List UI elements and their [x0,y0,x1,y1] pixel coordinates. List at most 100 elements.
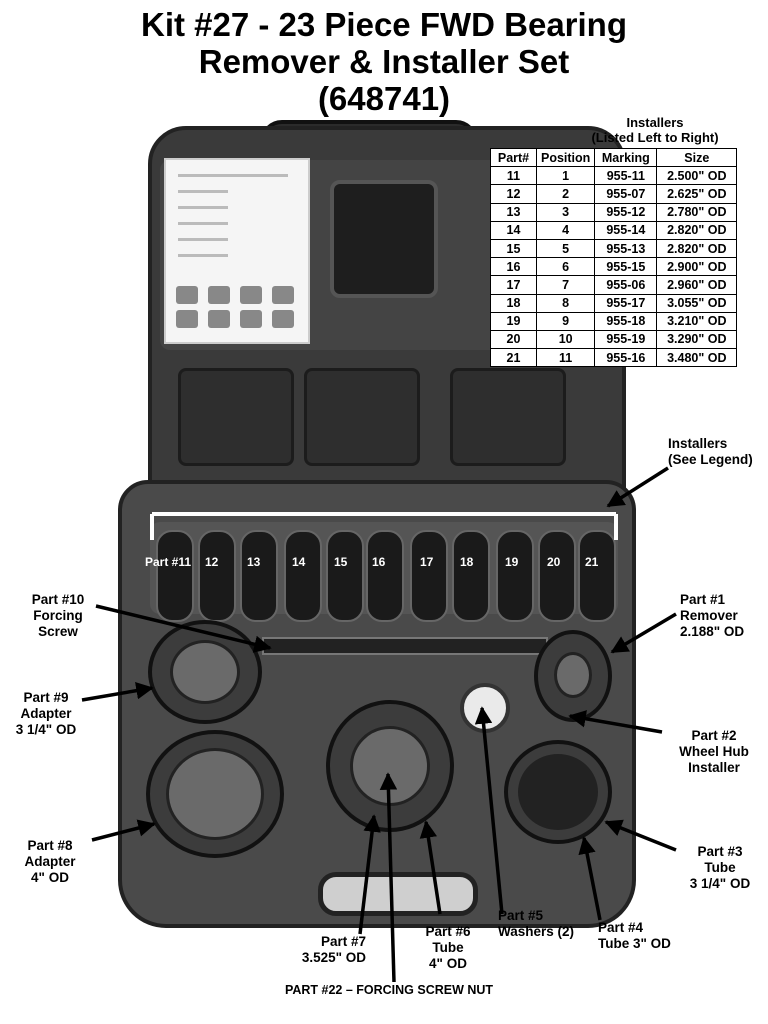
table-cell: 3.480" OD [656,348,738,368]
table-cell: 2.780" OD [656,202,738,222]
callout-part-10: Part #10 Forcing Screw [31,592,85,639]
installers-arrow [606,466,669,508]
table-cell: 955-12 [594,202,658,222]
wheel-hub-installer-image [534,630,612,722]
installers-table-heading-line-1: Installers [626,115,684,130]
table-cell: 7 [535,275,596,295]
callout-installers: Installers (See Legend) [668,436,753,467]
table-cell: 2.900" OD [656,257,738,277]
adapter-3-1-4-image [148,620,262,724]
callout-part-7: Part #7 3.525" OD [301,934,366,965]
installer-ring-image [326,530,364,622]
table-cell: 3.290" OD [656,329,738,350]
part9-arrow [81,682,154,702]
adapter-4-image [146,730,284,858]
installer-ring-image [156,530,194,622]
part4-arrow [578,836,602,921]
table-cell: 18 [490,293,537,313]
installer-position-label: 16 [372,555,386,569]
table-cell: 955-15 [594,257,658,277]
table-cell: 16 [490,257,537,277]
table-cell: 15 [490,238,537,259]
callout-part-5: Part #5 Washers (2) [498,908,575,939]
tube-3-image [504,740,612,844]
case-base-handle [318,872,478,916]
table-header-row: Part# Position Marking Size [490,147,738,168]
table-cell: 21 [490,348,537,368]
installer-ring-image [452,530,490,622]
installers-table-heading: Installers (Listed Left to Right) [572,115,738,145]
part3-arrow [604,819,677,852]
table-cell: 2.820" OD [656,238,738,259]
callout-part-9: Part #9 Adapter 3 1/4" OD [15,690,77,737]
callout-part-1: Part #1 Remover 2.188" OD [680,592,745,639]
lid-block-right [450,368,566,466]
table-cell: 955-16 [594,348,658,368]
callout-part-4: Part #4 Tube 3" OD [598,920,671,951]
lid-block-left [178,368,294,466]
installer-position-label: 20 [547,555,561,569]
installer-position-label: 14 [292,555,306,569]
installer-position-label: 15 [334,555,348,569]
table-cell: 5 [535,238,596,259]
callout-part-22: PART #22 – FORCING SCREW NUT [284,983,494,997]
table-cell: 10 [535,329,596,350]
callout-part-3: Part #3 Tube 3 1/4" OD [689,844,751,891]
installer-position-label: 21 [585,555,599,569]
case-lid-compartment [330,180,438,298]
installer-ring-image [284,530,322,622]
part6-arrow [419,820,442,915]
callout-part-8: Part #8 Adapter 4" OD [24,838,76,885]
part10-arrow [95,604,272,653]
table-cell: 11 [535,348,596,368]
page-title-line-2: Remover & Installer Set [198,43,570,80]
table-cell: 2.960" OD [656,275,738,295]
part1-arrow [610,612,677,654]
instruction-manual-image [164,158,310,344]
installer-ring-image [198,530,236,622]
installer-position-label: 12 [205,555,219,569]
part5-arrow [474,706,504,915]
table-cell: 6 [535,257,596,277]
installer-position-label: 17 [420,555,434,569]
installer-ring-image [578,530,616,622]
table-cell: 955-19 [594,329,658,350]
installers-table-heading-line-2: (Listed Left to Right) [591,130,719,145]
callout-part-2: Part #2 Wheel Hub Installer [679,728,749,775]
lid-block-center [304,368,420,466]
part8-arrow [91,819,156,842]
table-cell: 3.210" OD [656,311,738,331]
table-cell: 9 [535,311,596,331]
installer-position-label: Part #11 [145,555,192,569]
table-cell: 8 [535,293,596,313]
installer-ring-image [410,530,448,622]
part22-arrow [379,772,398,983]
installer-position-label: 18 [460,555,474,569]
installer-position-label: 19 [505,555,519,569]
installer-ring-image [538,530,576,622]
table-cell: 19 [490,311,537,331]
installer-ring-image [240,530,278,622]
page-title-line-1: Kit #27 - 23 Piece FWD Bearing [141,6,627,43]
part2-arrow [568,710,663,734]
table-cell: 955-13 [594,238,658,259]
installer-ring-image [366,530,404,622]
table-cell: 955-06 [594,275,658,295]
table-cell: 3.055" OD [656,293,738,313]
table-cell: 2.500" OD [656,166,738,186]
part7-arrow [358,814,381,935]
table-cell: 955-17 [594,293,658,313]
callout-part-6: Part #6 Tube 4" OD [425,924,471,971]
installer-position-label: 13 [247,555,261,569]
table-cell: 2.820" OD [656,220,738,240]
